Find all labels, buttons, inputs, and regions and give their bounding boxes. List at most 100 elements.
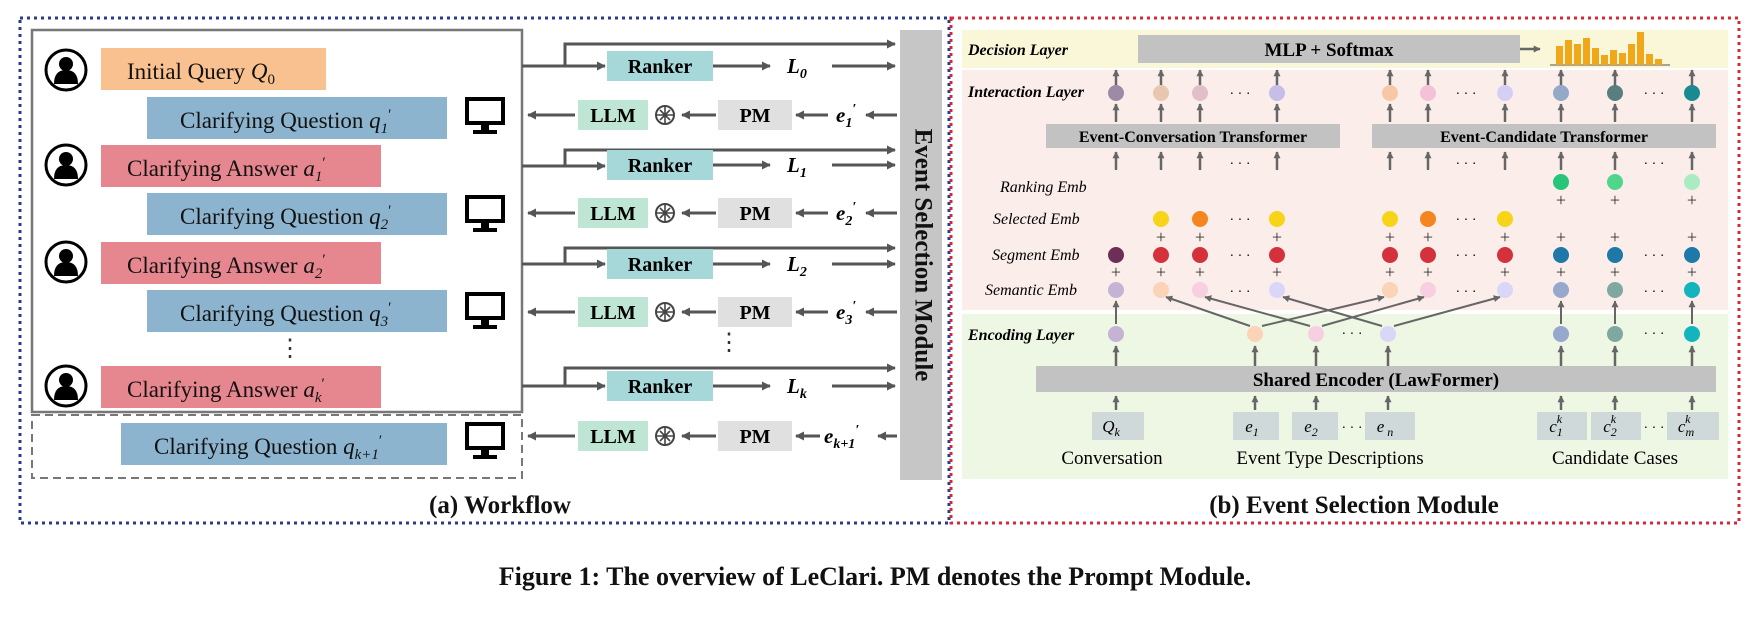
event-label: e1′ [836, 102, 856, 131]
interaction-layer-label: Interaction Layer [967, 84, 1085, 101]
svg-text:+: + [1195, 262, 1205, 282]
monitor-icon [465, 195, 505, 232]
esm-panel: Decision Layer MLP + Softmax [949, 16, 1741, 525]
svg-text:+: + [1423, 262, 1433, 282]
dots: · · · [1456, 285, 1477, 300]
workflow-panel: Initial Query Q0 Clarifying Question q1′… [18, 16, 951, 525]
decision-layer-label: Decision Layer [967, 42, 1069, 59]
monitor-icon [465, 422, 505, 459]
svg-text:+: + [1195, 227, 1205, 247]
openai-icon [655, 426, 675, 446]
selected-emb-nodes [1153, 211, 1513, 227]
loss-label: L0 [786, 54, 807, 82]
llm-label: LLM [590, 426, 636, 448]
pm-label: PM [739, 105, 770, 127]
svg-text:+: + [1385, 262, 1395, 282]
segment-emb-nodes [1108, 247, 1700, 263]
dots: · · · [1342, 327, 1363, 342]
user-icon [44, 240, 88, 284]
dots: · · · [1644, 87, 1665, 102]
svg-text:+: + [1423, 227, 1433, 247]
user-icon [44, 143, 88, 187]
segment-emb-label: Segment Emb [992, 247, 1080, 264]
openai-icon [655, 302, 675, 322]
workflow-panel-label: (a) Workflow [429, 492, 571, 519]
loss-label: L1 [786, 153, 807, 181]
event-label: ek+1′ [824, 423, 859, 452]
svg-text:+: + [1687, 190, 1697, 210]
encoding-nodes [1108, 326, 1700, 342]
clarifying-question-k1: Clarifying Question qk+1′ [154, 433, 382, 463]
svg-text:cmk: cmk [1678, 412, 1695, 439]
event-label: e3′ [836, 299, 856, 328]
event-selection-module-side-label: Event Selection Module [909, 129, 936, 382]
selected-emb-label: Selected Emb [993, 211, 1080, 228]
svg-text:+: + [1556, 190, 1566, 210]
event-type-descriptions-label: Event Type Descriptions [1236, 448, 1423, 469]
shared-encoder-label: Shared Encoder (LawFormer) [1253, 370, 1499, 391]
svg-text:+: + [1687, 262, 1697, 282]
llm-row-1: LLM PM e1′ [527, 100, 897, 131]
pm-label: PM [739, 203, 770, 225]
llm-row-2: LLM PM e2′ [527, 198, 897, 229]
monitor-icon [465, 292, 505, 329]
vertical-ellipsis: ⋮ [717, 330, 741, 356]
mlp-softmax-label: MLP + Softmax [1264, 40, 1394, 61]
plus-signs: +++ +++ +++ +++ +++ +++ +++ + [1111, 190, 1697, 282]
dots: · · · [1342, 421, 1363, 436]
svg-text:c1k: c1k [1549, 412, 1563, 439]
clarifying-question-3: Clarifying Question q3′ [180, 300, 391, 330]
dots: · · · [1644, 249, 1665, 264]
svg-text:c2k: c2k [1603, 412, 1617, 439]
ranker-row-k: Ranker Lk [522, 363, 896, 402]
figure-caption: Figure 1: The overview of LeClari. PM de… [498, 562, 1252, 591]
llm-label: LLM [590, 302, 636, 324]
svg-text:+: + [1272, 227, 1282, 247]
ranker-row-1: Ranker L1 [522, 145, 896, 181]
ranker-label: Ranker [628, 155, 693, 177]
ranking-emb-nodes [1553, 174, 1700, 190]
candidate-cases-label: Candidate Cases [1552, 448, 1678, 469]
pm-label: PM [739, 426, 770, 448]
svg-text:+: + [1610, 262, 1620, 282]
dots: · · · [1644, 327, 1665, 342]
dots: · · · [1230, 285, 1251, 300]
svg-text:+: + [1111, 262, 1121, 282]
event-candidate-transformer: Event-Candidate Transformer [1440, 129, 1648, 146]
user-icon [44, 364, 88, 408]
semantic-emb-nodes [1108, 282, 1700, 298]
svg-text:+: + [1610, 190, 1620, 210]
svg-text:+: + [1156, 227, 1166, 247]
svg-text:+: + [1500, 227, 1510, 247]
dots: · · · [1644, 421, 1665, 436]
clarifying-answer-k: Clarifying Answer ak′ [127, 376, 325, 406]
svg-text:+: + [1272, 262, 1282, 282]
svg-text:+: + [1556, 227, 1566, 247]
dots: · · · [1456, 249, 1477, 264]
loss-label: Lk [786, 374, 807, 402]
ranker-label: Ranker [628, 254, 693, 276]
ranker-row-0: Ranker L0 [522, 39, 896, 82]
vertical-ellipsis: ⋮ [278, 336, 302, 362]
llm-label: LLM [590, 203, 636, 225]
event-label: e2′ [836, 200, 856, 229]
softmax-bars-icon [1550, 32, 1670, 66]
conversation-label: Conversation [1061, 448, 1163, 469]
clarifying-question-2: Clarifying Question q2′ [180, 203, 391, 233]
dots: · · · [1230, 213, 1251, 228]
svg-text:+: + [1610, 227, 1620, 247]
openai-icon [655, 105, 675, 125]
monitor-icon [465, 97, 505, 134]
esm-panel-label: (b) Event Selection Module [1209, 492, 1499, 519]
event-conversation-transformer: Event-Conversation Transformer [1079, 129, 1307, 146]
llm-label: LLM [590, 105, 636, 127]
clarifying-answer-1: Clarifying Answer a1′ [127, 155, 326, 185]
user-icon [44, 48, 88, 92]
dots: · · · [1456, 213, 1477, 228]
interaction-nodes [1108, 85, 1700, 101]
loss-label: L2 [786, 252, 807, 280]
clarifying-question-1: Clarifying Question q1′ [180, 107, 391, 137]
input-tokens: Qk e1 e2 e n c1k c2k cmk [1092, 412, 1719, 440]
dots: · · · [1230, 157, 1251, 172]
ranker-label: Ranker [628, 376, 693, 398]
